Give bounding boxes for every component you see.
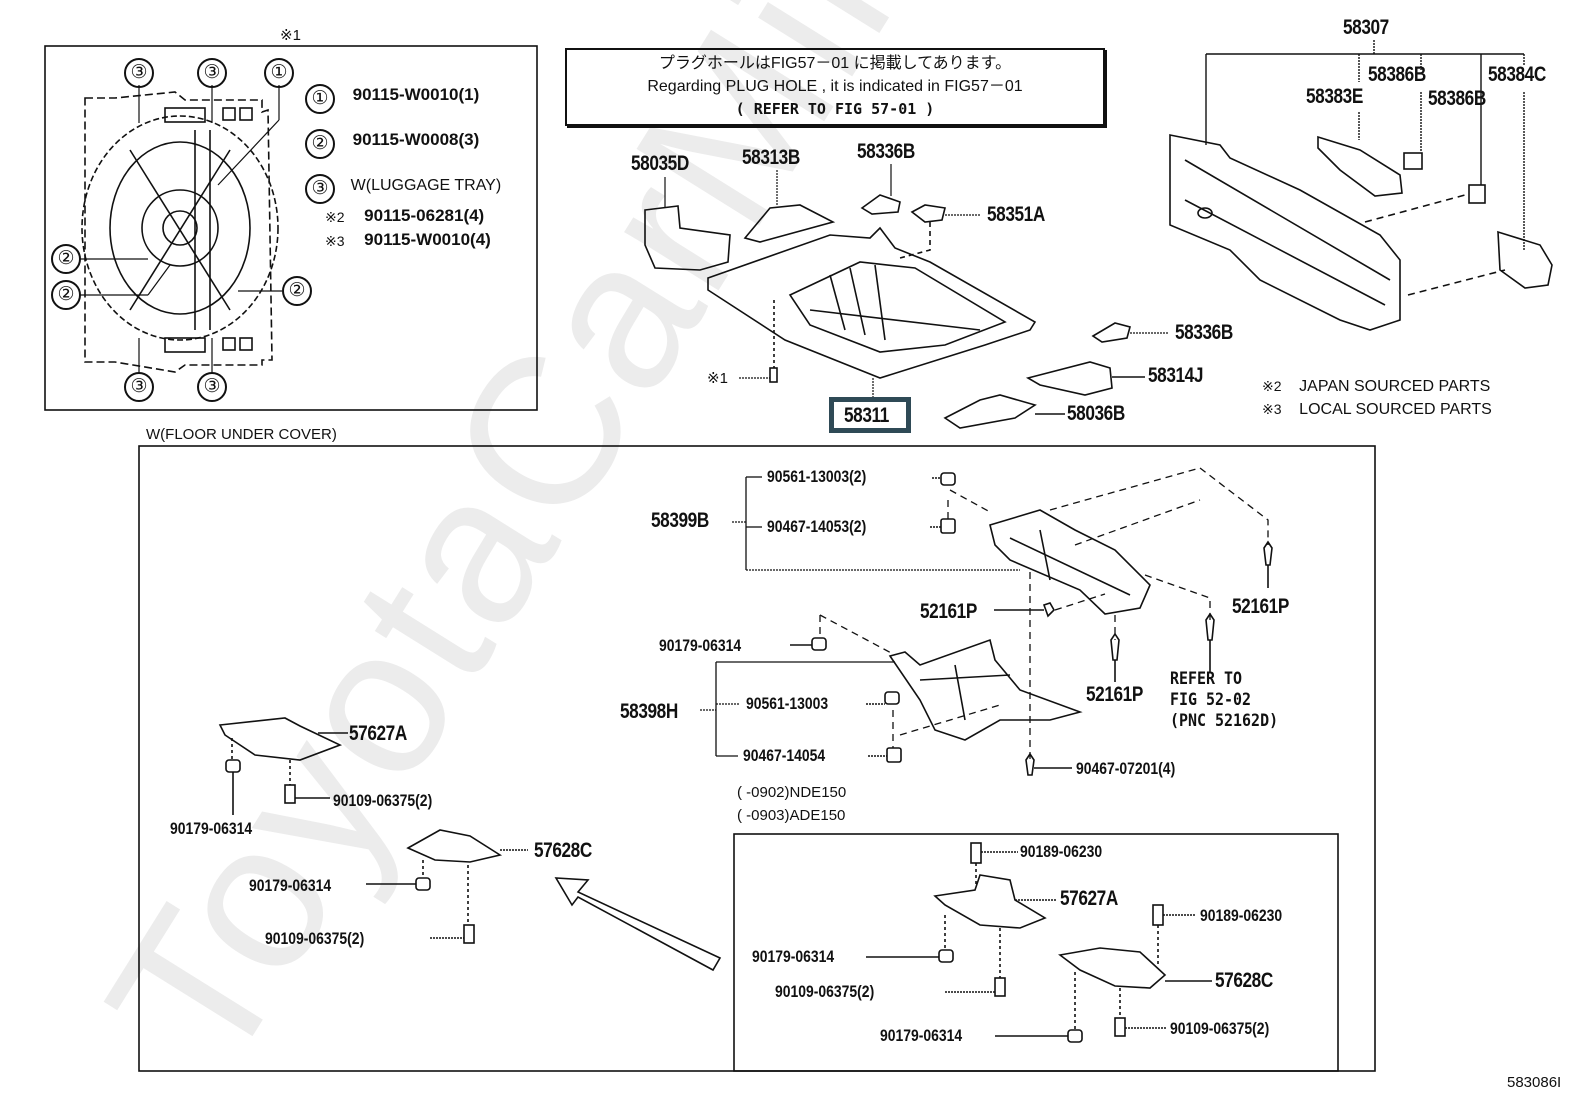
detail-box-frame [44,45,538,411]
part-label-90189-06230[interactable]: 90189-06230 [1200,906,1283,925]
part-label-58035D[interactable]: 58035D [631,152,689,175]
part-label-58311[interactable]: 58311 [844,404,889,427]
sub-note-part[interactable]: 90115-06281(4) [364,206,485,225]
part-58035D-drawing [644,205,731,271]
part-label-90179-06314[interactable]: 90179-06314 [752,947,835,966]
part-label-58036B[interactable]: 58036B [1067,402,1125,425]
legend-local: ※3 LOCAL SOURCED PARTS [1262,399,1492,419]
bolt-mark-1: ※1 [707,370,728,387]
spare-tire-tray-drawing [81,91,279,373]
sub-note-3: ※3 90115-W0010(4) [325,230,491,251]
callout-marker-1: ① [264,58,294,88]
callout-legend-3: ③ W(LUGGAGE TRAY) [305,174,501,204]
callout-part[interactable]: 90115-W0010(1) [352,85,480,104]
callout-marker-2: ② [51,244,81,274]
part-label-58399B[interactable]: 58399B [651,509,709,532]
sub-note-mark: ※3 [325,233,345,249]
note-reference[interactable]: ( REFER TO FIG 57-01 ) [735,100,935,118]
part-label-58383E[interactable]: 58383E [1306,85,1363,108]
part-label-90467-07201-4[interactable]: 90467-07201(4) [1076,759,1176,778]
under-cover-title: W(FLOOR UNDER COVER) [146,426,337,443]
part-label-52161P[interactable]: 52161P [920,600,977,623]
callout-marker-3: ③ [124,58,154,88]
rear-panel-drawing [1169,134,1401,331]
part-label-52161P[interactable]: 52161P [1232,595,1289,618]
refer-line: REFER TO [1170,669,1243,689]
bolt-90189-06230-a [970,842,982,864]
sub-note-part[interactable]: 90115-W0010(4) [364,230,491,249]
legend-japan: ※2 JAPAN SOURCED PARTS [1262,376,1490,396]
part-label-58314J[interactable]: 58314J [1148,364,1204,387]
applicability-ade150: ( -0903)ADE150 [737,807,846,824]
callout-marker-3: ③ [197,58,227,88]
under-cover-58398H-drawing [888,638,1083,741]
part-label-90467-14054[interactable]: 90467-14054 [743,746,826,765]
part-label-90467-14053-2[interactable]: 90467-14053(2) [767,517,867,536]
refer-note[interactable]: REFER TO FIG 52-02 (PNC 52162D) [1170,669,1278,732]
callout-marker-2: ② [282,276,312,306]
part-label-90109-06375-2[interactable]: 90109-06375(2) [333,791,433,810]
part-label-58386B[interactable]: 58386B [1428,87,1486,110]
part-label-90561-13003[interactable]: 90561-13003 [746,694,829,713]
part-label-90179-06314[interactable]: 90179-06314 [170,819,253,838]
part-57628C-drawing [406,829,503,863]
clip-90561-13003-2 [940,472,956,486]
part-label-58307[interactable]: 58307 [1343,16,1389,39]
callout-marker-2: ② [51,280,81,310]
part-label-57628C[interactable]: 57628C [534,839,592,862]
callout-part[interactable]: 90115-W0008(3) [352,130,480,149]
part-57627A-drawing [218,717,343,761]
part-label-58398H[interactable]: 58398H [620,700,678,723]
highlighted-part-58311[interactable]: 58311 [829,397,911,433]
figure-id: 583086I [1507,1074,1562,1091]
part-label-57628C[interactable]: 57628C [1215,969,1273,992]
part-label-90561-13003-2[interactable]: 90561-13003(2) [767,467,867,486]
refer-line: FIG 52-02 [1170,690,1252,710]
legend-text: JAPAN SOURCED PARTS [1299,378,1491,395]
part-label-58351A[interactable]: 58351A [987,203,1045,226]
inset-frame [733,833,1339,1072]
clip-90467-14053-2 [940,518,956,534]
callout-number: ② [305,129,335,159]
part-label-58384C[interactable]: 58384C [1488,63,1546,86]
callout-marker-3: ③ [197,372,227,402]
refer-line: (PNC 52162D) [1170,711,1279,731]
part-label-57627A[interactable]: 57627A [1060,887,1118,910]
direction-arrow [554,877,722,972]
callout-marker-3: ③ [124,372,154,402]
part-label-90179-06314[interactable]: 90179-06314 [880,1026,963,1045]
sub-note-mark: ※2 [325,209,345,225]
part-label-90109-06375-2[interactable]: 90109-06375(2) [265,929,365,948]
applicability-nde150: ( -0902)NDE150 [737,784,847,801]
callout-legend-2: ② 90115-W0008(3) [305,129,479,159]
part-label-90189-06230[interactable]: 90189-06230 [1020,842,1103,861]
plug-hole-note: プラグホールはFIG57－01 に掲載してあります。 Regarding PLU… [565,48,1105,126]
note-english: Regarding PLUG HOLE , it is indicated in… [647,78,1023,95]
callout-part: W(LUGGAGE TRAY) [350,177,502,194]
part-label-58336B[interactable]: 58336B [1175,321,1233,344]
note-japanese: プラグホールはFIG57－01 に掲載してあります。 [658,55,1012,72]
part-label-58386B[interactable]: 58386B [1368,63,1426,86]
legend-mark: ※2 [1262,378,1282,394]
part-label-57627A[interactable]: 57627A [349,722,407,745]
part-label-52161P[interactable]: 52161P [1086,683,1143,706]
part-58313B-drawing [743,204,836,243]
under-cover-58399B-drawing [989,509,1151,615]
detail-box-mark: ※1 [280,27,301,44]
legend-text: LOCAL SOURCED PARTS [1299,401,1492,418]
part-label-90179-06314[interactable]: 90179-06314 [659,636,742,655]
rear-floor-pan-drawing [707,226,1037,379]
callout-number: ③ [305,174,335,204]
legend-mark: ※3 [1262,401,1282,417]
part-58336B-drawing [860,194,901,215]
part-label-90179-06314[interactable]: 90179-06314 [249,876,332,895]
callout-legend-1: ① 90115-W0010(1) [305,84,479,114]
callout-number: ① [305,84,335,114]
part-label-58336B[interactable]: 58336B [857,140,915,163]
sub-note-2: ※2 90115-06281(4) [325,206,484,227]
part-label-58313B[interactable]: 58313B [742,146,800,169]
part-label-90109-06375-2[interactable]: 90109-06375(2) [775,982,875,1001]
part-label-90109-06375-2[interactable]: 90109-06375(2) [1170,1019,1270,1038]
